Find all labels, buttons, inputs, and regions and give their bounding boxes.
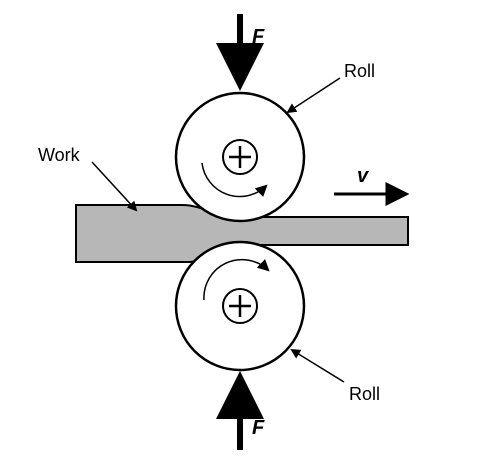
roll-bottom-leader (290, 348, 345, 383)
top-roll-rotation-curved-arrow-icon (201, 162, 268, 198)
work-leader (91, 161, 138, 212)
bottom-roll-rotation-curved-arrow-icon (203, 258, 270, 301)
roll-label-bottom: Roll (349, 384, 380, 404)
work-label: Work (38, 145, 81, 165)
force-label-top: F (252, 26, 265, 48)
velocity-label: v (357, 165, 370, 187)
roll-top-leader (286, 77, 341, 114)
force-label-bottom: F (252, 417, 265, 439)
roll-label-top: Roll (344, 61, 375, 81)
top-roll (174, 91, 306, 223)
bottom-roll (174, 240, 306, 372)
plus-in-circle-icon (222, 288, 258, 324)
plus-in-circle-icon (222, 139, 258, 175)
